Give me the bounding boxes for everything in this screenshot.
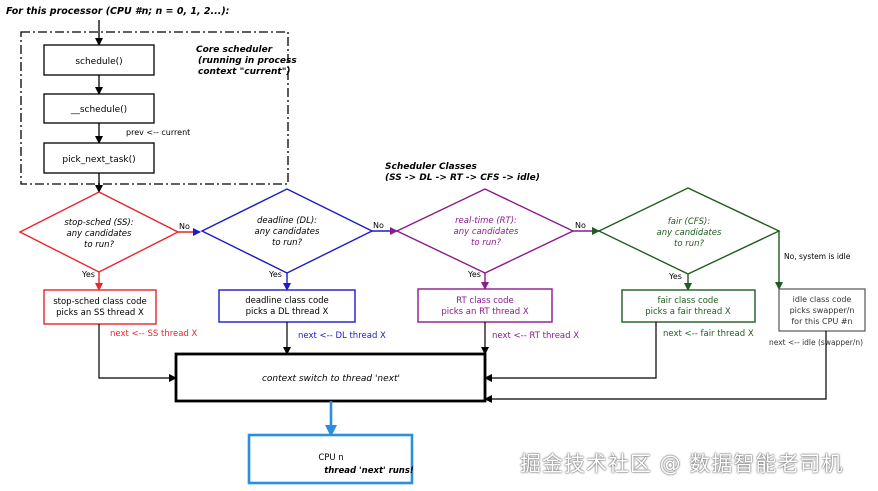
dl-decision-line-3: to run? <box>272 238 303 248</box>
cfs-decision-line-3: to run? <box>674 239 705 249</box>
classes-title: Scheduler Classes <box>385 162 478 172</box>
cfs-class-line-1: fair class code <box>657 296 718 306</box>
context-switch-label: context switch to thread 'next' <box>262 374 400 384</box>
ss-decision-line-1: stop-sched (SS): <box>64 218 133 228</box>
idle-to-switch-arrow <box>484 331 827 403</box>
rt-decision-line-1: real-time (RT): <box>455 216 517 226</box>
idle-class-line-1: idle class code <box>793 295 852 304</box>
idle-next-label: next <-- idle (swapper/n) <box>769 338 863 347</box>
dl-yes-label: Yes <box>268 270 282 279</box>
core-subtitle-2: context "current") <box>198 67 291 77</box>
header-text: For this processor (CPU #n; n = 0, 1, 2.… <box>6 6 230 17</box>
ss-decision-line-2: any candidates <box>67 229 133 239</box>
rt-decision-line-2: any candidates <box>454 227 520 237</box>
core-title: Core scheduler <box>196 45 273 55</box>
dl-no-label: No <box>373 221 384 230</box>
rt-no-label: No <box>575 221 586 230</box>
rt-class-line-2: picks an RT thread X <box>441 307 529 317</box>
dl-class-line-1: deadline class code <box>245 296 329 306</box>
ss-class-line-2: picks an SS thread X <box>56 308 144 318</box>
rt-decision-line-3: to run? <box>471 238 502 248</box>
cfs-next-label: next <-- fair thread X <box>663 329 754 339</box>
inner-schedule-label: __schedule() <box>70 105 127 115</box>
cfs-class-box <box>621 289 756 323</box>
rt-class-line-1: RT class code <box>456 296 513 306</box>
ss-yes-label: Yes <box>81 270 95 279</box>
idle-class-line-2: picks swapper/n <box>790 306 855 315</box>
cfs-class-line-2: picks a fair thread X <box>645 307 731 317</box>
rt-yes-label: Yes <box>467 270 481 279</box>
idle-class-box <box>778 288 866 332</box>
dl-class-box <box>218 289 356 323</box>
ss-no-label: No <box>179 222 190 231</box>
context-switch-box <box>174 352 487 403</box>
dl-decision-line-1: deadline (DL): <box>257 216 317 226</box>
idle-no-label: No, system is idle <box>784 252 851 261</box>
cpu-runs-label: thread 'next' runs! <box>324 466 414 476</box>
cfs-decision-line-2: any candidates <box>657 228 723 238</box>
cpu-box <box>247 433 414 485</box>
watermark-text: 掘金技术社区 @ 数据智能老司机 <box>520 452 844 476</box>
pick-next-task-label: pick_next_task() <box>62 155 135 165</box>
ss-next-label: next <-- SS thread X <box>110 329 198 339</box>
ss-class-box <box>43 289 157 325</box>
cfs-yes-label: Yes <box>668 272 682 281</box>
dl-class-line-2: picks a DL thread X <box>246 307 329 317</box>
cfs-decision-line-1: fair (CFS): <box>668 217 711 227</box>
rt-next-label: next <-- RT thread X <box>492 331 579 341</box>
idle-class-line-3: for this CPU #n <box>791 317 852 326</box>
cfs-to-switch-arrow <box>484 322 657 382</box>
prev-note: prev <-- current <box>126 128 190 137</box>
cpu-label: CPU n <box>318 453 343 463</box>
ss-class-line-1: stop-sched class code <box>53 297 147 307</box>
inner-schedule-box <box>43 93 155 124</box>
pick-next-task-box <box>43 142 155 174</box>
classes-order: (SS -> DL -> RT -> CFS -> idle) <box>385 173 540 183</box>
ss-decision-line-3: to run? <box>84 240 115 250</box>
ss-to-switch-arrow <box>98 324 177 382</box>
core-scheduler-frame <box>20 31 289 185</box>
dl-next-label: next <-- DL thread X <box>298 331 386 341</box>
schedule-label: schedule() <box>75 57 122 67</box>
schedule-box <box>43 44 155 76</box>
rt-class-box <box>417 288 553 323</box>
core-subtitle-1: (running in process <box>198 56 297 66</box>
dl-decision-line-2: any candidates <box>255 227 321 237</box>
